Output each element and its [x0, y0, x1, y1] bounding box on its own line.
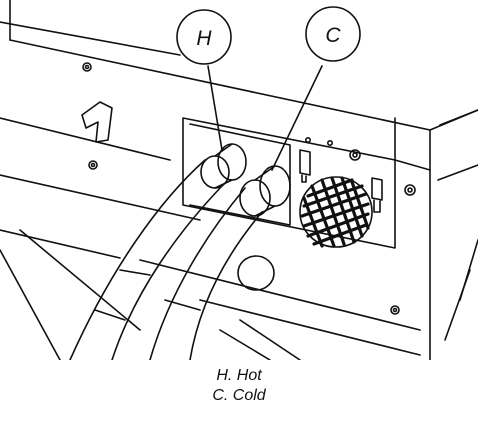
- cold-callout-circle: [305, 6, 361, 62]
- legend-hot: H. Hot: [216, 367, 262, 384]
- base-frame: [0, 229, 301, 360]
- legend: H. Hot C. Cold: [0, 366, 478, 406]
- drain-plug: [237, 255, 275, 291]
- hot-callout-circle: [176, 9, 232, 65]
- cold-leader-line: [271, 65, 323, 171]
- valve-fittings: [299, 149, 383, 213]
- cold-callout-label: C: [325, 24, 341, 47]
- screws: [82, 62, 416, 315]
- cabinet-outline: [0, 0, 478, 360]
- hot-hose: [69, 143, 247, 360]
- washer-rear-hose-diagram: H C: [0, 0, 478, 360]
- hot-callout-label: H: [196, 27, 212, 50]
- hose-hook: [81, 101, 113, 143]
- vent-grille: [299, 176, 373, 248]
- legend-cold: C. Cold: [212, 387, 266, 404]
- cold-hose: [149, 165, 291, 360]
- hot-leader-line: [207, 65, 223, 151]
